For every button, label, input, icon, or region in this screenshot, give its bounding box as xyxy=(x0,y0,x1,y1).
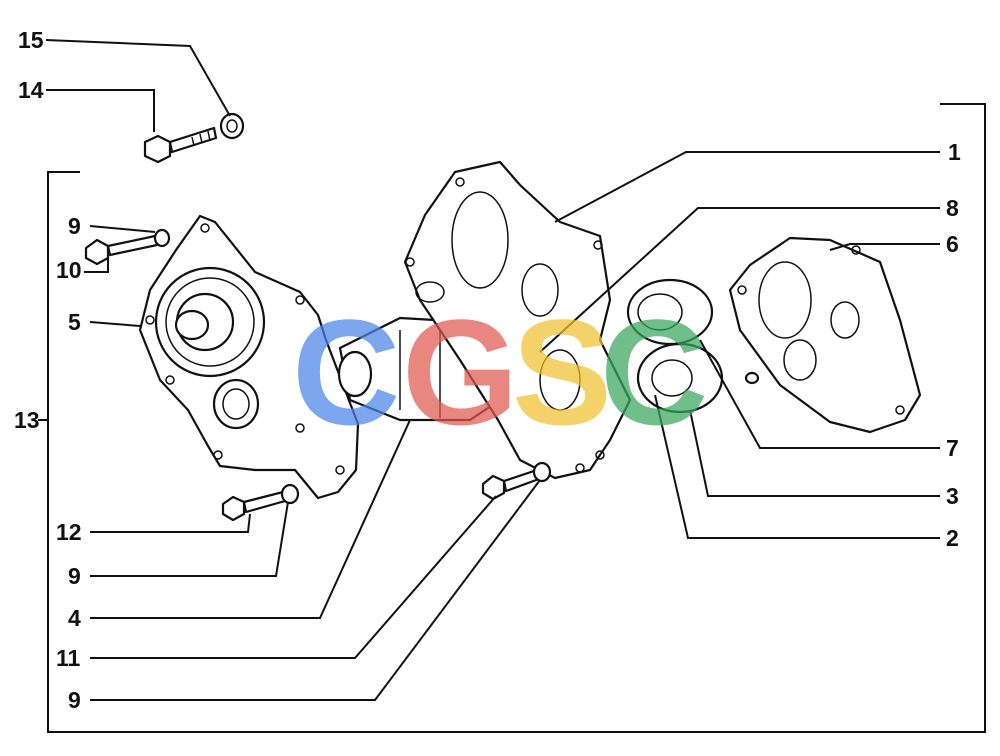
label-10: 10 xyxy=(56,257,82,283)
watermark-letter-2: G xyxy=(402,288,519,456)
label-2: 2 xyxy=(946,525,959,551)
part-washer-15 xyxy=(219,112,245,140)
part-rear-cover-6 xyxy=(728,236,922,434)
leader-lines xyxy=(45,39,940,701)
watermark-letter-4: C xyxy=(600,288,708,456)
part-cover-plate-5 xyxy=(138,214,360,500)
part-washer-9-top xyxy=(153,228,171,248)
part-bolt-14 xyxy=(143,126,218,164)
part-washer-9-bottom xyxy=(280,483,300,505)
part-pump-housing-1 xyxy=(403,160,632,480)
label-9-center: 9 xyxy=(68,687,81,713)
group-bracket-13 xyxy=(38,103,986,733)
label-5: 5 xyxy=(68,309,81,335)
watermark-letter-3: S xyxy=(512,288,612,456)
watermark: C G S C xyxy=(292,288,708,456)
label-3: 3 xyxy=(946,483,959,509)
label-1: 1 xyxy=(948,139,961,165)
part-pin-7 xyxy=(744,371,760,385)
label-13: 13 xyxy=(14,407,40,433)
part-bolt-11 xyxy=(481,468,541,501)
label-6: 6 xyxy=(946,231,959,257)
part-washer-9-center xyxy=(532,461,552,483)
label-11: 11 xyxy=(56,645,81,671)
label-14: 14 xyxy=(18,77,44,103)
label-9-top: 9 xyxy=(68,213,81,239)
part-bolt-12 xyxy=(221,490,287,522)
label-12: 12 xyxy=(56,519,82,545)
label-7: 7 xyxy=(946,435,959,461)
label-9-bottom: 9 xyxy=(68,563,81,589)
label-4: 4 xyxy=(68,605,81,631)
watermark-letter-1: C xyxy=(292,288,400,456)
callout-labels: 15 14 9 10 5 13 12 9 4 11 9 1 8 6 7 3 2 xyxy=(14,27,961,713)
label-8: 8 xyxy=(946,195,959,221)
part-bolt-10 xyxy=(84,234,159,266)
label-15: 15 xyxy=(18,27,44,53)
